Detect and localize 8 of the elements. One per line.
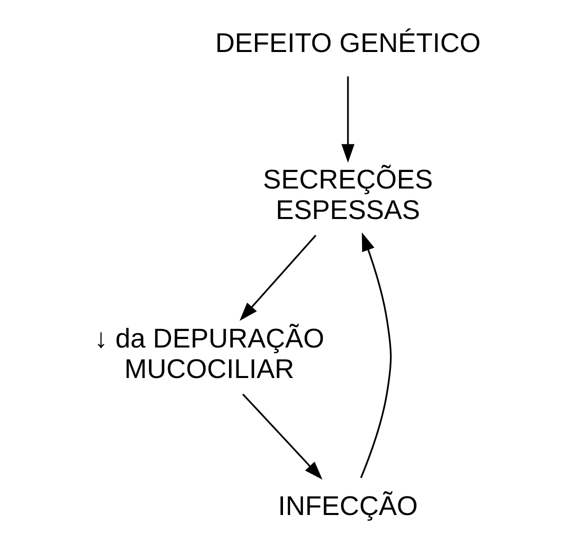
node-text: INFECÇÃO: [278, 491, 418, 522]
arrow: [239, 234, 316, 321]
node-text: SECREÇÕES ESPESSAS: [262, 164, 432, 226]
arrow: [360, 232, 392, 478]
node-text: DEFEITO GENÉTICO: [214, 28, 480, 58]
node-text: ↓ da DEPURAÇÃO MUCOCILIAR: [94, 324, 324, 384]
arrow: [242, 394, 322, 480]
arrow: [340, 76, 354, 163]
